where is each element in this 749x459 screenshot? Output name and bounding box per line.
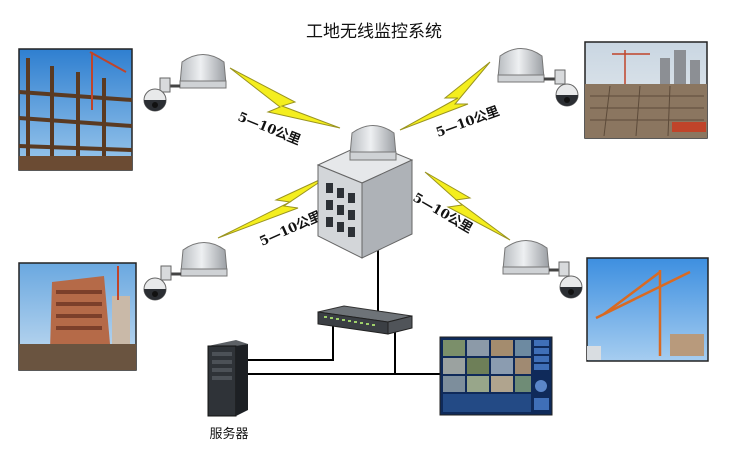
wireless-link-bottom-right: 5—10公里 <box>410 171 511 241</box>
radio-dome-icon <box>179 54 227 89</box>
site-node-top-right <box>497 48 579 107</box>
radio-dome-icon <box>180 242 228 277</box>
lightning-icon <box>424 171 511 241</box>
wireless-link-top-left: 5—10公里 <box>229 67 341 148</box>
video-wall-thumbnails <box>443 340 531 412</box>
monitoring-display-icon <box>439 336 553 416</box>
dome-camera-icon <box>554 69 579 107</box>
site-node-bottom-right <box>502 240 583 299</box>
site-node-top-left <box>143 54 227 112</box>
radio-dome-icon <box>497 48 545 83</box>
dome-camera-icon <box>558 261 583 299</box>
wireless-link-bottom-left: 5—10公里 <box>217 174 331 250</box>
dome-camera-icon <box>143 77 171 112</box>
radio-dome-icon <box>502 240 550 275</box>
lightning-icon <box>217 174 331 239</box>
dome-camera-icon <box>143 265 172 301</box>
site-node-bottom-left <box>143 242 228 301</box>
control-panel <box>534 340 549 410</box>
site-photo-bottom-left <box>18 262 137 371</box>
wireless-link-top-right: 5—10公里 <box>399 61 502 141</box>
server-label: 服务器 <box>209 426 248 442</box>
lightning-icon <box>399 61 491 131</box>
server-icon <box>207 340 248 417</box>
site-photo-top-left <box>18 48 133 171</box>
network-switch-icon <box>317 305 413 335</box>
central-radio-dome-icon <box>349 125 397 161</box>
site-photo-top-right <box>584 41 708 139</box>
site-photo-bottom-right <box>586 257 709 362</box>
diagram-title: 工地无线监控系统 <box>306 22 442 42</box>
lightning-icon <box>229 67 341 129</box>
